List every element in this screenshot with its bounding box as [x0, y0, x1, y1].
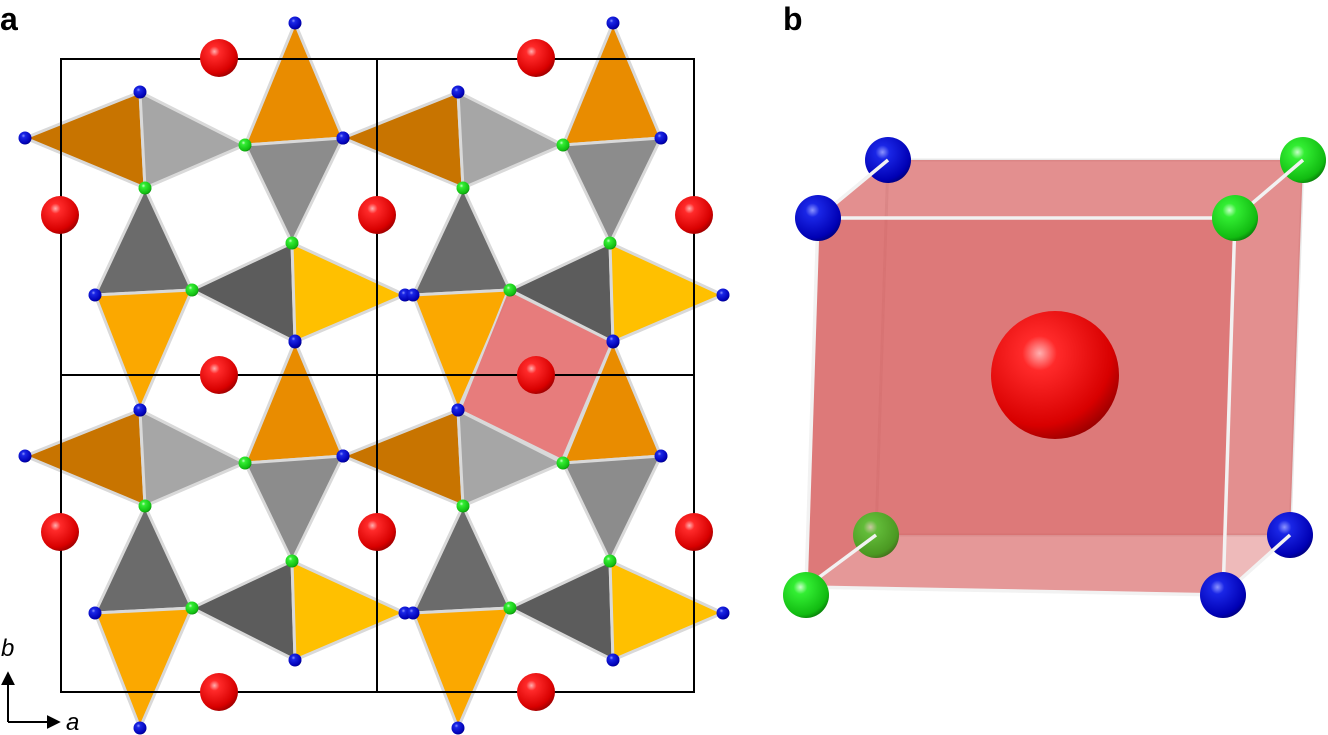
tetra-gray-light: [456, 90, 565, 190]
tetra-gray-darker: [190, 241, 297, 344]
cation-red: [41, 196, 79, 234]
tetra-gray-light: [456, 408, 565, 508]
tetra-gray-dark: [93, 504, 194, 615]
oxygen-blue: [133, 85, 147, 99]
tetra-gray-mid: [243, 454, 345, 563]
cation-red: [517, 356, 555, 394]
oxygen-green-front-bottom-left: [783, 572, 829, 618]
oxygen-green: [556, 138, 570, 152]
oxygen-green: [603, 554, 617, 568]
oxygen-green: [456, 181, 470, 195]
oxygen-blue: [654, 131, 668, 145]
tetra-gray-light: [138, 408, 247, 508]
tetra-gray-light: [138, 90, 247, 190]
oxygen-blue: [133, 403, 147, 417]
oxygen-blue-front-top-left: [795, 195, 841, 241]
panel-label-a: a: [0, 1, 18, 37]
oxygen-green: [185, 601, 199, 615]
oxygen-blue: [288, 653, 302, 667]
tetra-orange-dark: [341, 90, 465, 190]
tetra-orange-light: [411, 606, 512, 730]
tetra-gray-mid: [561, 136, 663, 245]
oxygen-green: [603, 236, 617, 250]
cation-red: [675, 196, 713, 234]
tetra-gray-mid: [561, 454, 663, 563]
cation-red: [200, 356, 238, 394]
tetra-gray-mid: [243, 136, 345, 245]
oxygen-blue: [606, 16, 620, 30]
cation-red: [358, 513, 396, 551]
tetra-orange-mid: [243, 339, 345, 465]
oxygen-blue: [406, 606, 420, 620]
a-axis-label: a: [66, 709, 79, 735]
tetra-orange-dark: [23, 408, 147, 508]
oxygen-blue: [406, 288, 420, 302]
oxygen-green: [285, 554, 299, 568]
oxygen-green: [238, 456, 252, 470]
cation-red: [517, 673, 555, 711]
oxygen-green: [503, 283, 517, 297]
oxygen-blue: [288, 16, 302, 30]
oxygen-blue: [654, 449, 668, 463]
cube-back-edges: [874, 158, 1305, 537]
unit-cell-grid: [60, 58, 695, 693]
oxygen-blue: [288, 334, 302, 348]
tetra-orange-mid: [561, 21, 663, 147]
oxygen-green: [456, 499, 470, 513]
tetra-orange-dark: [23, 90, 147, 190]
tetra-yellow: [608, 559, 725, 662]
tetra-orange-light: [93, 606, 194, 730]
cation-red: [517, 39, 555, 77]
central-cation: [991, 311, 1119, 439]
tetra-yellow: [608, 241, 725, 344]
oxygen-blue: [18, 449, 32, 463]
oxygen-blue: [88, 288, 102, 302]
oxygen-blue: [88, 606, 102, 620]
oxygen-blue: [336, 449, 350, 463]
panel-b: b: [783, 1, 1326, 618]
oxygen-green: [238, 138, 252, 152]
tetra-gray-dark: [93, 186, 194, 297]
oxygen-green-front-top-right: [1212, 195, 1258, 241]
oxygen-blue: [606, 653, 620, 667]
tetra-gray-darker: [190, 559, 297, 662]
tetra-gray-dark: [411, 504, 512, 615]
tetra-orange-dark: [341, 408, 465, 508]
tetra-gray-darker: [508, 559, 615, 662]
oxygen-green: [138, 499, 152, 513]
oxygen-green: [138, 181, 152, 195]
b-axis-label: b: [1, 635, 14, 662]
tetra-yellow: [290, 559, 407, 662]
oxygen-blue: [451, 403, 465, 417]
oxygen-blue-front-bottom-right: [1200, 572, 1246, 618]
cation-red: [358, 196, 396, 234]
oxygen-blue: [336, 131, 350, 145]
tetra-orange-light: [93, 288, 194, 412]
atom-layer: [18, 16, 730, 735]
cation-red: [675, 513, 713, 551]
tetra-yellow: [290, 241, 407, 344]
oxygen-blue: [716, 288, 730, 302]
polyhedra-network: [23, 21, 725, 730]
axes-indicator: b a: [0, 635, 79, 735]
cation-red: [41, 513, 79, 551]
oxygen-green: [556, 456, 570, 470]
oxygen-green: [185, 283, 199, 297]
oxygen-blue: [133, 721, 147, 735]
cation-red: [200, 673, 238, 711]
tetra-orange-mid: [243, 21, 345, 147]
panel-label-b: b: [783, 1, 803, 37]
oxygen-blue: [451, 721, 465, 735]
panel-a: b a a: [0, 1, 730, 735]
tetra-gray-dark: [411, 186, 512, 297]
oxygen-blue: [18, 131, 32, 145]
oxygen-green: [503, 601, 517, 615]
oxygen-blue: [716, 606, 730, 620]
oxygen-blue: [451, 85, 465, 99]
oxygen-green: [285, 236, 299, 250]
cation-red: [200, 39, 238, 77]
oxygen-blue: [606, 334, 620, 348]
